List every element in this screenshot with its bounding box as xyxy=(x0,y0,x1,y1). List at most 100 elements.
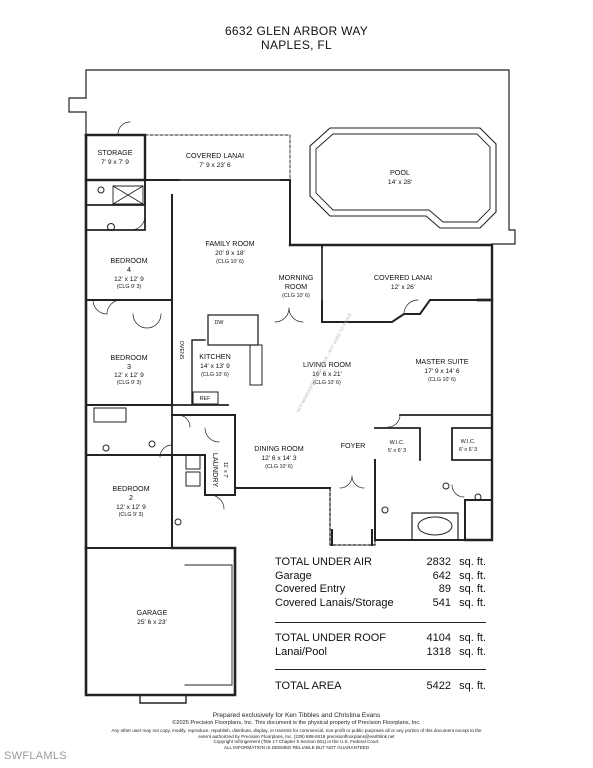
bedroom2-number: 2 xyxy=(129,493,133,502)
area-row: Covered Lanais/Storage 541 sq. ft. xyxy=(275,597,486,611)
wic-right-name: W.I.C. xyxy=(461,439,476,445)
tub-basin xyxy=(417,516,453,536)
toilet-master xyxy=(381,506,389,514)
area-row: TOTAL UNDER AIR 2832 sq. ft. xyxy=(275,556,486,570)
foyer-name: FOYER xyxy=(341,441,366,450)
dining-room-name: DINING ROOM xyxy=(254,444,304,453)
pool-deck-outline xyxy=(85,69,516,245)
area-row: Garage 642 sq. ft. xyxy=(275,570,486,584)
lanai-top-name: COVERED LANAI xyxy=(186,151,244,160)
area-label: TOTAL UNDER AIR xyxy=(275,556,372,568)
sink-master-2 xyxy=(442,482,450,490)
living-lanai-separator xyxy=(321,299,479,323)
bath-4 xyxy=(85,179,146,206)
lanai-top-dims: 7' 9 x 23' 6 xyxy=(199,162,231,169)
area-value: 2832 xyxy=(426,556,451,568)
footer-copyright: ©2025 Precision Floorplans, Inc. This do… xyxy=(172,720,421,726)
wic-left-dims: 5' x 6' 3 xyxy=(388,448,406,454)
bedroom2-walls xyxy=(85,454,173,549)
area-value: 89 xyxy=(438,583,451,595)
master-suite-ceiling: (CLG 10' 6) xyxy=(428,377,456,383)
wic-left-name: W.I.C. xyxy=(390,440,405,446)
sink-3 xyxy=(102,444,110,452)
bedroom3-dims: 12' x 12' 9 xyxy=(114,372,144,379)
bedroom3-number: 3 xyxy=(127,362,131,371)
area-unit: sq. ft. xyxy=(459,680,486,692)
kitchen-dims: 14' x 13' 9 xyxy=(200,363,230,370)
area-row: Lanai/Pool 1318 sq. ft. xyxy=(275,646,486,660)
garage-front xyxy=(139,694,187,704)
bath-2 xyxy=(85,404,173,456)
area-label: Covered Entry xyxy=(275,583,346,595)
wic-walls xyxy=(374,427,493,461)
pool-dims: 14' x 28' xyxy=(388,179,412,186)
area-label: Covered Lanais/Storage xyxy=(275,596,394,609)
footer-disclaimer: ALL INFORMATION IS DEEMED RELIABLE BUT N… xyxy=(223,745,370,750)
area-label: TOTAL AREA xyxy=(275,680,342,692)
family-room-name: FAMILY ROOM xyxy=(205,239,254,248)
area-value: 642 xyxy=(432,569,451,582)
area-value: 541 xyxy=(432,596,451,609)
lanai-right-name: COVERED LANAI xyxy=(374,273,432,282)
family-room-ceiling: (CLG 10' 6) xyxy=(216,259,244,265)
bedroom3-ceiling: (CLG 9' 3) xyxy=(117,380,142,386)
pool-outline-inner xyxy=(315,133,491,223)
area-summary-total: TOTAL AREA 5422 sq. ft. xyxy=(275,680,486,694)
garage-dims: 25' 6 x 23' xyxy=(137,619,167,626)
garage-walls xyxy=(84,546,237,697)
area-unit: sq. ft. xyxy=(459,645,486,658)
laundry-dims: 11' x 7' xyxy=(222,462,228,478)
sink-master xyxy=(474,493,482,501)
dining-wall xyxy=(234,427,331,489)
master-suite-dims: 17' 9 x 14' 6 xyxy=(424,368,459,375)
area-label: Lanai/Pool xyxy=(275,645,327,658)
storage-walls xyxy=(84,133,147,182)
washer xyxy=(185,454,201,470)
area-unit: sq. ft. xyxy=(459,583,486,595)
toilet-2 xyxy=(174,518,182,526)
morning-room-name: MORNING xyxy=(279,273,314,282)
kitchen-ceiling: (CLG 10' 6) xyxy=(201,372,229,378)
bedroom2-name: BEDROOM xyxy=(112,484,149,493)
footer-terms: Any other user may not copy, modify, rep… xyxy=(111,728,482,739)
footer-prepared-for: Prepared exclusively for Ken Tibbles and… xyxy=(212,712,381,719)
area-label: Garage xyxy=(275,569,312,582)
master-tub xyxy=(411,512,459,541)
laundry-name: LAUNDRY xyxy=(211,453,220,487)
sink-4 xyxy=(107,223,115,231)
living-room-name: LIVING ROOM xyxy=(303,360,351,369)
dining-room-ceiling: (CLG 10' 6) xyxy=(265,464,293,470)
wic-right-dims: 6' x 6' 3 xyxy=(459,447,477,453)
bedroom4-ceiling: (CLG 9' 3) xyxy=(117,284,142,290)
master-suite-walls xyxy=(463,298,494,542)
laundry-walls xyxy=(171,414,236,496)
kitchen-counter xyxy=(191,339,206,406)
area-row: TOTAL AREA 5422 sq. ft. xyxy=(275,680,486,694)
dining-room-dims: 12' 6 x 14' 3 xyxy=(261,455,296,462)
storage-dims: 7' 9 x 7' 9 xyxy=(101,159,129,166)
family-kitchen-divider xyxy=(171,194,229,406)
dryer xyxy=(185,471,201,487)
area-unit: sq. ft. xyxy=(459,596,486,609)
area-value: 4104 xyxy=(426,632,451,644)
area-label: TOTAL UNDER ROOF xyxy=(275,632,387,644)
area-summary: TOTAL UNDER AIR 2832 sq. ft. Garage 642 … xyxy=(275,556,486,610)
area-row: Covered Entry 89 sq. ft. xyxy=(275,583,486,597)
area-summary-roof: TOTAL UNDER ROOF 4104 sq. ft. Lanai/Pool… xyxy=(275,632,486,659)
bedroom2-ceiling: (CLG 9' 3) xyxy=(119,512,144,518)
bedroom4-wall xyxy=(85,179,146,231)
bedroom4-name: BEDROOM xyxy=(110,256,147,265)
master-bath-walls xyxy=(374,459,493,541)
covered-lanai-top-walls xyxy=(144,179,291,246)
area-value: 5422 xyxy=(426,680,451,692)
bedroom3-name: BEDROOM xyxy=(110,353,147,362)
area-row: TOTAL UNDER ROOF 4104 sq. ft. xyxy=(275,632,486,646)
ovens-label: OVENS xyxy=(178,341,184,360)
ref-box xyxy=(192,391,219,405)
pool-name: POOL xyxy=(390,168,410,177)
area-value: 1318 xyxy=(426,645,451,658)
toilet-3 xyxy=(148,440,156,448)
toilet-4 xyxy=(97,186,105,194)
bedroom2-dims: 12' x 12' 9 xyxy=(116,504,146,511)
